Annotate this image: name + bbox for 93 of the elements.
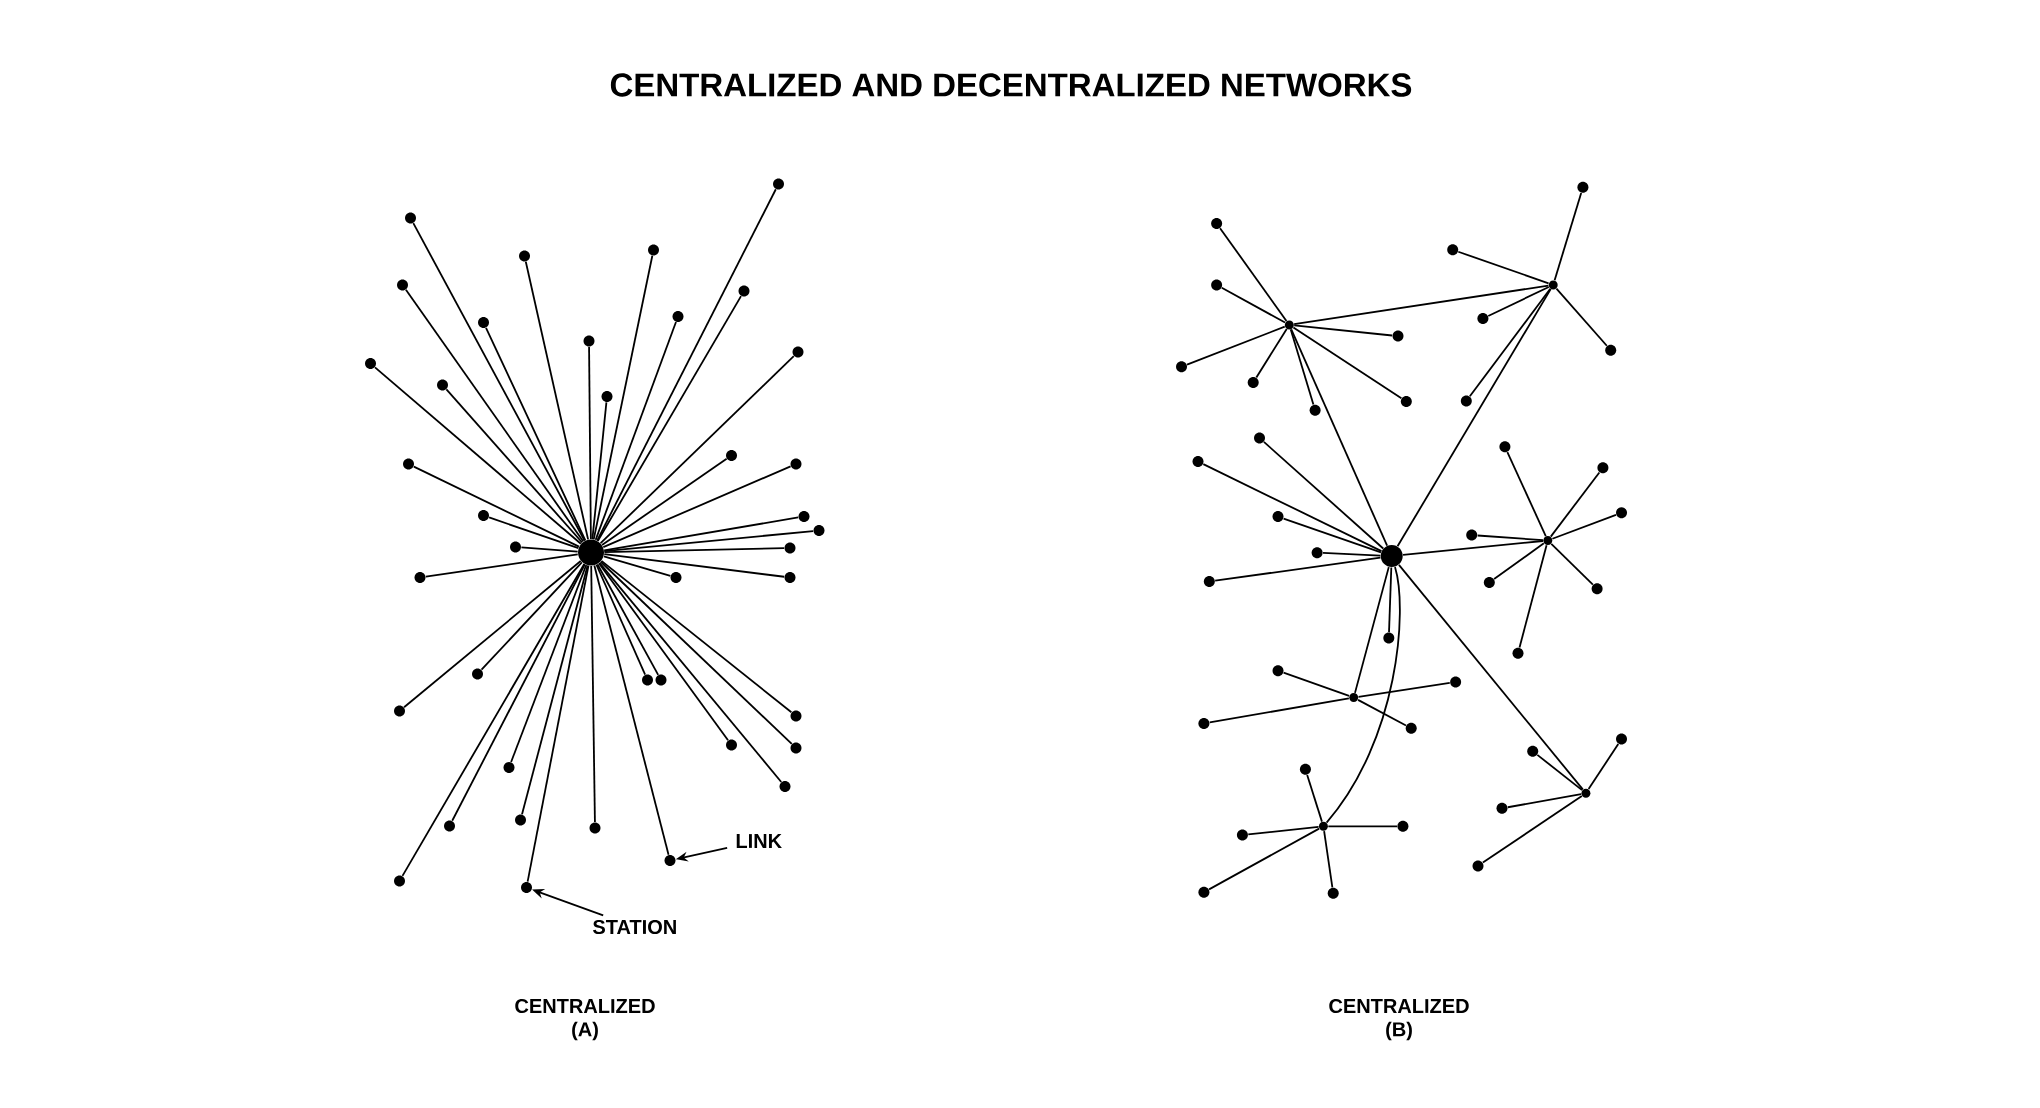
link-line	[1186, 325, 1286, 366]
hub-dot	[1380, 545, 1403, 568]
link-line	[1357, 682, 1451, 698]
link-line	[594, 321, 677, 541]
link-line	[600, 559, 793, 714]
link-line	[1282, 671, 1350, 697]
link-line	[603, 547, 785, 554]
link-line	[588, 346, 592, 540]
link-line	[403, 560, 582, 709]
link-line	[599, 560, 793, 745]
link-line	[1482, 795, 1583, 864]
link-line	[602, 555, 672, 577]
link-line	[603, 530, 815, 553]
leader-label: STATION	[593, 919, 676, 935]
link-line	[598, 562, 729, 742]
link-line	[1555, 287, 1608, 347]
link-line	[603, 516, 800, 552]
link-line	[520, 546, 579, 553]
link-line	[445, 388, 584, 544]
link-line	[1327, 825, 1398, 828]
link-line	[1293, 324, 1394, 337]
link-line	[524, 260, 589, 541]
link-line	[1306, 774, 1323, 823]
link-line	[1388, 566, 1393, 633]
link-line	[592, 254, 654, 541]
link-line	[598, 561, 783, 783]
link-line	[1487, 286, 1550, 317]
link-line	[1506, 793, 1582, 809]
link-line	[485, 326, 587, 542]
link-line	[1553, 192, 1583, 282]
caption-label: CENTRALIZED	[515, 998, 655, 1014]
link-line	[1282, 517, 1382, 554]
link-line	[1322, 552, 1382, 557]
link-line	[1354, 566, 1390, 694]
hub-dot	[578, 539, 604, 566]
link-line	[405, 288, 585, 543]
link-line	[401, 563, 586, 877]
link-line	[1219, 227, 1288, 322]
link-line	[1214, 556, 1382, 582]
link-line	[1292, 326, 1403, 400]
link-line	[451, 563, 586, 822]
link-line	[1323, 830, 1334, 889]
link-line	[601, 457, 728, 546]
link-line	[603, 553, 786, 578]
link-line	[1396, 288, 1552, 548]
link-line	[1493, 542, 1545, 580]
link-line	[1255, 328, 1288, 379]
link-line	[488, 516, 580, 550]
link-line	[1220, 286, 1286, 324]
link-line	[1468, 287, 1552, 398]
link-line	[1208, 827, 1320, 891]
link-line	[374, 366, 582, 545]
link-line	[1506, 451, 1547, 537]
link-line	[1293, 284, 1550, 326]
link-line	[596, 295, 742, 542]
link-line	[593, 564, 670, 856]
link-line	[602, 465, 792, 549]
link-line	[526, 564, 590, 883]
link-line	[1263, 441, 1385, 550]
link-line	[596, 188, 777, 542]
link-line	[595, 563, 647, 676]
link-line	[1457, 250, 1550, 285]
link-line	[1518, 544, 1548, 649]
link-line	[1550, 543, 1594, 586]
link-line	[1202, 463, 1383, 552]
caption-label: (A)	[572, 1021, 598, 1041]
link-line	[599, 355, 795, 545]
link-line	[1587, 743, 1620, 790]
link-line	[1398, 564, 1584, 791]
link-line	[424, 553, 579, 578]
link-line	[1357, 699, 1407, 727]
link-line	[590, 565, 596, 823]
link-line	[412, 465, 580, 548]
link-line	[480, 561, 583, 671]
link-line	[510, 564, 588, 763]
link-line	[591, 401, 608, 541]
caption-label: CENTRALIZED	[1329, 998, 1469, 1014]
link-line	[1325, 566, 1401, 824]
link-line	[1208, 697, 1350, 724]
link-line	[596, 563, 660, 676]
title: CENTRALIZED AND DECENTRALIZED NETWORKS	[610, 73, 1412, 97]
link-line	[1247, 825, 1320, 836]
link-line	[1536, 753, 1583, 792]
link-line	[1476, 534, 1544, 542]
link-line	[1289, 328, 1315, 406]
link-line	[1402, 540, 1544, 556]
link-line	[1551, 513, 1617, 540]
caption-label: (B)	[1386, 1021, 1412, 1041]
link-line	[1290, 328, 1388, 547]
leader-label: LINK	[736, 834, 782, 848]
link-line	[412, 222, 586, 542]
link-line	[521, 564, 589, 816]
link-line	[1549, 471, 1601, 538]
